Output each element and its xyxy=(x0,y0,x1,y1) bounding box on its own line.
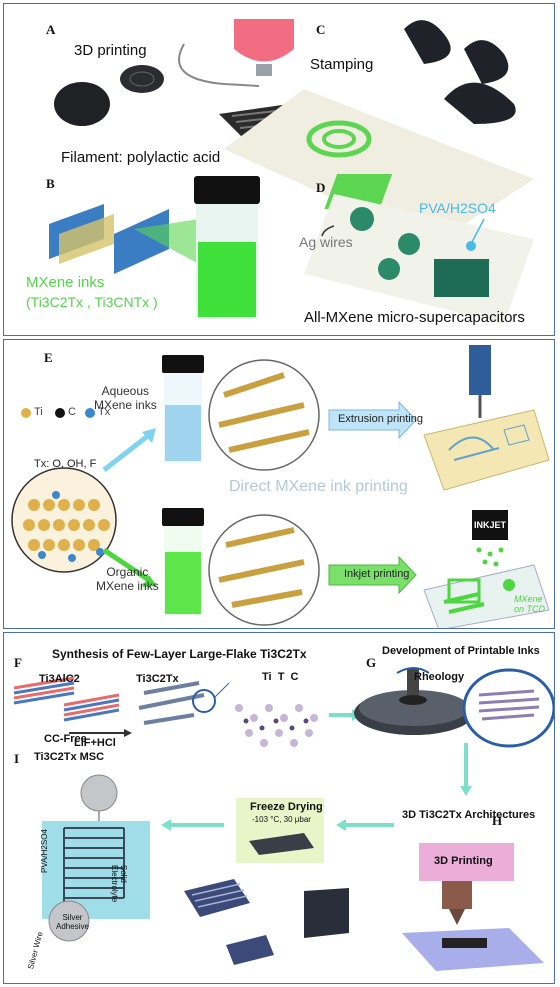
zoom-cone xyxy=(134,219,199,264)
legend-tx: Tx xyxy=(98,406,111,418)
ag-wire xyxy=(321,225,335,237)
aqueous-label: Aqueous MXene inks xyxy=(94,384,157,412)
panel3-artwork xyxy=(13,667,554,971)
bottom-contact xyxy=(48,900,90,942)
synthesis-title: Synthesis of Few-Layer Large-Flake Ti3C2… xyxy=(52,647,307,661)
panel1-artwork xyxy=(49,19,534,324)
atomic-lattice xyxy=(235,704,318,747)
organic-vial-cap xyxy=(162,508,204,526)
atom-labels: Ti T C xyxy=(262,671,299,683)
label-f: F xyxy=(14,655,22,670)
inkjet-head xyxy=(472,510,508,540)
inkjet-head-label: INKJET xyxy=(474,520,507,530)
interdigitated-electrodes xyxy=(63,827,125,903)
mxene-inks-formula: (Ti3C2Tx , Ti3CNTx ) xyxy=(26,294,158,310)
freeze-conditions: -103 °C, 30 μbar xyxy=(252,815,311,824)
label-e: E xyxy=(44,350,53,365)
terminations-label: Tx: O, OH, F xyxy=(34,458,97,470)
label-i: I xyxy=(14,751,20,766)
legend-ti: Ti xyxy=(34,406,43,418)
substrate-c xyxy=(224,89,534,244)
printer-nozzle xyxy=(442,881,472,909)
inkjet-label: Inkjet printing xyxy=(344,568,410,580)
caption-filament: Filament: polylactic acid xyxy=(61,149,221,166)
extrusion-arrow xyxy=(328,400,417,440)
label-c: C xyxy=(316,22,326,37)
mxene-inks-label: MXene inks xyxy=(26,274,105,291)
panel-ink-printing: E Ti C Tx Tx: O, OH, F Aqueous MXene ink… xyxy=(3,339,555,629)
tx-dot xyxy=(85,408,95,418)
architectures-title: 3D Ti3C2Tx Architectures xyxy=(402,809,536,821)
msc-adhesive: Silver Adhesive xyxy=(56,913,89,931)
top-contact xyxy=(80,774,118,812)
title-3d-printing: 3D printing xyxy=(74,42,147,59)
freeze-title: Freeze Drying xyxy=(250,801,323,813)
electrolyte-label: PVA/H2SO4 xyxy=(419,200,496,216)
zoom-circle xyxy=(192,689,216,713)
rheology-label: Rheology xyxy=(414,671,465,683)
caption-msc: All-MXene micro-supercapacitors xyxy=(304,309,525,326)
center-caption: Direct MXene ink printing xyxy=(229,478,408,495)
msc-title-1: CC-Free xyxy=(44,733,87,745)
arrow-to-aqueous xyxy=(102,433,151,472)
msc-title-2: Ti3C2Tx MSC xyxy=(34,751,105,763)
organic-ink xyxy=(165,552,201,614)
rheometer-spindle xyxy=(407,668,419,700)
vial-cap xyxy=(194,176,260,204)
nozzle xyxy=(256,64,272,76)
msc-electrolyte: PVA/H2SO4 xyxy=(40,829,49,873)
c-dot xyxy=(55,408,65,418)
spiral-electrode xyxy=(306,120,372,158)
spiral-msc xyxy=(350,207,374,231)
legend-c: C xyxy=(68,406,76,418)
panel2-artwork xyxy=(11,345,550,628)
stamp-3 xyxy=(444,82,516,124)
etch-label: LiF+HCl xyxy=(74,737,116,749)
organic-label: Organic MXene inks xyxy=(96,565,159,593)
ag-wires-label: Ag wires xyxy=(299,234,353,250)
panel-synthesis: F Synthesis of Few-Layer Large-Flake Ti3… xyxy=(3,632,555,984)
label-g: G xyxy=(366,655,377,670)
extruder-head xyxy=(234,19,294,62)
max-phase-stacks xyxy=(13,676,120,722)
extruder xyxy=(469,345,491,395)
printer-label: 3D Printing xyxy=(434,855,493,867)
printed-architectures xyxy=(184,879,349,965)
inks-title: Development of Printable Inks xyxy=(382,645,540,657)
electrolyte-drop xyxy=(466,241,476,251)
max-label: Ti3AlC2 xyxy=(39,673,80,685)
title-stamping: Stamping xyxy=(310,56,374,73)
build-plate xyxy=(402,928,544,971)
green-ink xyxy=(198,242,256,317)
label-h: H xyxy=(492,813,503,828)
arrow-to-organic xyxy=(102,547,151,583)
label-b: B xyxy=(46,176,55,191)
aqueous-ink xyxy=(165,405,201,461)
mx-label: Ti3C2Tx xyxy=(136,673,179,685)
mxene-flakes xyxy=(138,681,205,725)
sheet-text: MXene on TCD xyxy=(514,594,546,614)
msc-solid: Solid Electrolyte xyxy=(110,865,128,903)
extrusion-label: Extrusion printing xyxy=(338,413,423,425)
label-a: A xyxy=(46,22,56,37)
filament xyxy=(178,43,260,87)
stamp-object xyxy=(54,82,110,126)
stamp-1 xyxy=(404,20,451,64)
panel-fabrication: A 3D printing Filament: polylactic acid … xyxy=(3,3,555,336)
stamp-2 xyxy=(464,40,509,84)
spiral-stamp xyxy=(120,65,164,93)
printed-paper xyxy=(423,409,550,491)
ti-dot xyxy=(21,408,31,418)
printer-box xyxy=(419,843,514,881)
label-d: D xyxy=(316,180,326,195)
inkjet-arrow xyxy=(328,555,417,595)
interdigit-msc xyxy=(434,259,489,297)
aqueous-vial-cap xyxy=(162,355,204,373)
